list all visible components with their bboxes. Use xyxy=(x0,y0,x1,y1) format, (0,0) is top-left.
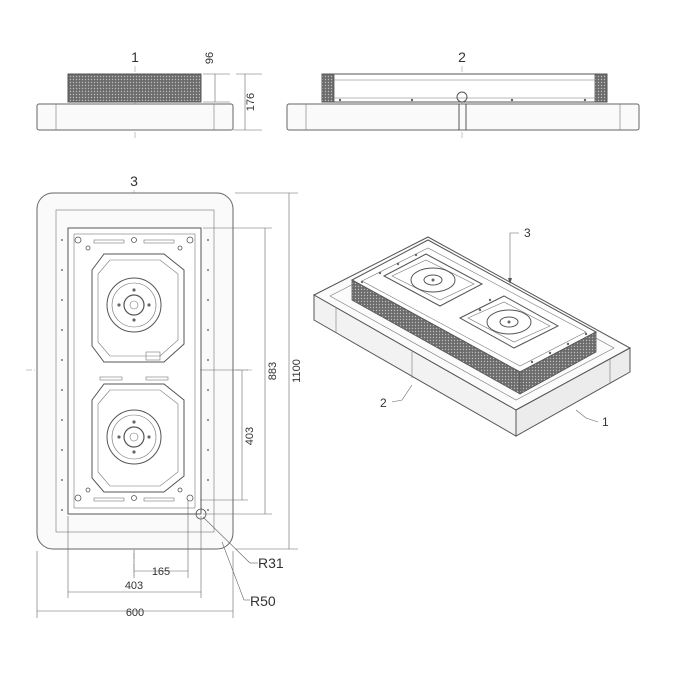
dim-r50: R50 xyxy=(250,593,276,609)
view-3-label: 3 xyxy=(130,173,138,189)
dim-176: 176 xyxy=(245,93,257,111)
view-1-label: 1 xyxy=(131,49,139,65)
plan-lower-disc xyxy=(106,409,162,465)
plan-upper-disc xyxy=(106,277,162,333)
view-2-base xyxy=(286,103,640,131)
iso-callout-3: 3 xyxy=(524,226,531,240)
view-2-label: 2 xyxy=(458,49,466,65)
dim-403-horizontal: 403 xyxy=(125,580,143,592)
dim-883: 883 xyxy=(267,362,279,380)
view-1-elevation: 1 96 176 xyxy=(36,49,262,140)
view-1-base xyxy=(36,103,234,131)
dim-r31: R31 xyxy=(258,555,284,571)
iso-base-side xyxy=(515,347,631,437)
iso-callout-2: 2 xyxy=(380,396,387,410)
view-3-plan: 3 xyxy=(26,173,303,619)
isometric-view: 3 2 1 xyxy=(312,226,632,437)
dim-96: 96 xyxy=(204,52,216,64)
dim-1100: 1100 xyxy=(291,359,303,383)
view-2-elevation: 2 xyxy=(286,49,640,140)
iso-callout-1: 1 xyxy=(602,415,609,429)
dim-165: 165 xyxy=(152,566,170,578)
view-1-mesh-block xyxy=(67,73,202,103)
dim-600: 600 xyxy=(126,607,144,619)
iso-mesh-side xyxy=(519,331,597,395)
dim-403-vertical: 403 xyxy=(244,427,256,445)
